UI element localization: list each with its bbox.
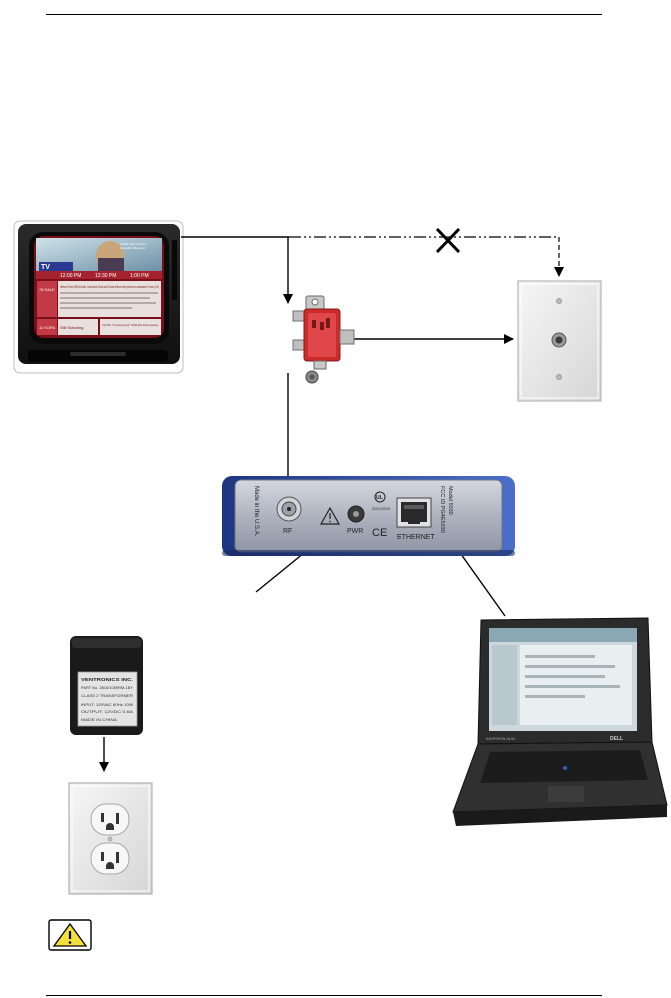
svg-text:UL: UL [376, 495, 383, 501]
laptop-brand-logo: DELL [610, 736, 623, 742]
power-port [347, 505, 365, 523]
adapter-output: OUTPUT: 12VDC 0.6A [81, 710, 134, 714]
ethernet-port-label: ETHERNET [397, 534, 435, 541]
cable-modem: Made in the U.S.A. RF PWR UL E212139 LIS… [222, 476, 515, 556]
warning-icon [48, 919, 92, 951]
footer-rule [46, 995, 602, 996]
tv-guide-title: Jerald Sally Carlson [120, 242, 147, 246]
tv-time-3: 1:00 PM [130, 273, 149, 279]
laptop: INSPIRON 5100 DELL [452, 617, 668, 826]
cable-tv-to-junction [181, 236, 293, 304]
tv-row-text-2: Still Standing [60, 325, 83, 330]
ethernet-port [396, 497, 432, 528]
coax-splitter-icon [292, 295, 355, 384]
tv-row-text-3: 12:01 "Lovesong" Patrick Dempsey. [102, 323, 159, 327]
old-connection-removed [289, 236, 564, 277]
power-outlet-icon [68, 782, 153, 895]
modem-made-in-label: Made in the U.S.A. [253, 486, 259, 537]
modem-fcc-label: FCC ID PG4E5030 [439, 486, 445, 533]
rf-port-label: RF [283, 528, 292, 535]
tv-screen: TV Jerald Sally Carlson Meredith Okamoto… [36, 238, 162, 335]
adapter-input: INPUT: 120VAC 60Hz 10W [81, 703, 134, 707]
ce-mark: CE [372, 527, 387, 539]
power-adapter: VENTRONICS INC. PART No. 2810/1059RM-1BY… [70, 636, 143, 735]
tv-guide-subtitle: Meredith Okamoto! [120, 246, 146, 250]
tv-screen-badge: TV [41, 264, 50, 271]
tv-time-2: 12:30 PM [95, 273, 116, 279]
header-rule [46, 14, 602, 15]
adapter-part: PART No. 2810/1059RM-1BY [81, 686, 134, 690]
cross-mark-icon [435, 227, 461, 254]
ul-mark: UL [374, 491, 386, 503]
ul-listing-text: E212139 LISTED E13 [372, 507, 390, 511]
modem-model-label: Model 5030 [447, 486, 453, 515]
tv-time-1: 12:00 PM [60, 273, 81, 279]
wall-jack-icon [517, 280, 602, 402]
tv-row-text-1: Jefferson in Paris (1995) Nick Nolte, Gr… [60, 285, 159, 289]
adapter-brand: VENTRONICS INC. [81, 677, 133, 682]
laptop-model-label: INSPIRON 5100 [486, 736, 516, 741]
power-port-label: PWR [347, 528, 363, 535]
warning-icon [319, 506, 341, 525]
rf-port [276, 496, 302, 522]
adapter-made-in: MADE IN CHINA [81, 718, 118, 722]
tv-row-channel-2: 11 KGPA [39, 325, 55, 330]
adapter-type: CLASS 2 TRANSFORMER [81, 694, 134, 698]
television: TV Jerald Sally Carlson Meredith Okamoto… [13, 220, 184, 374]
tv-row-channel-1: 78 SALE [39, 287, 55, 292]
